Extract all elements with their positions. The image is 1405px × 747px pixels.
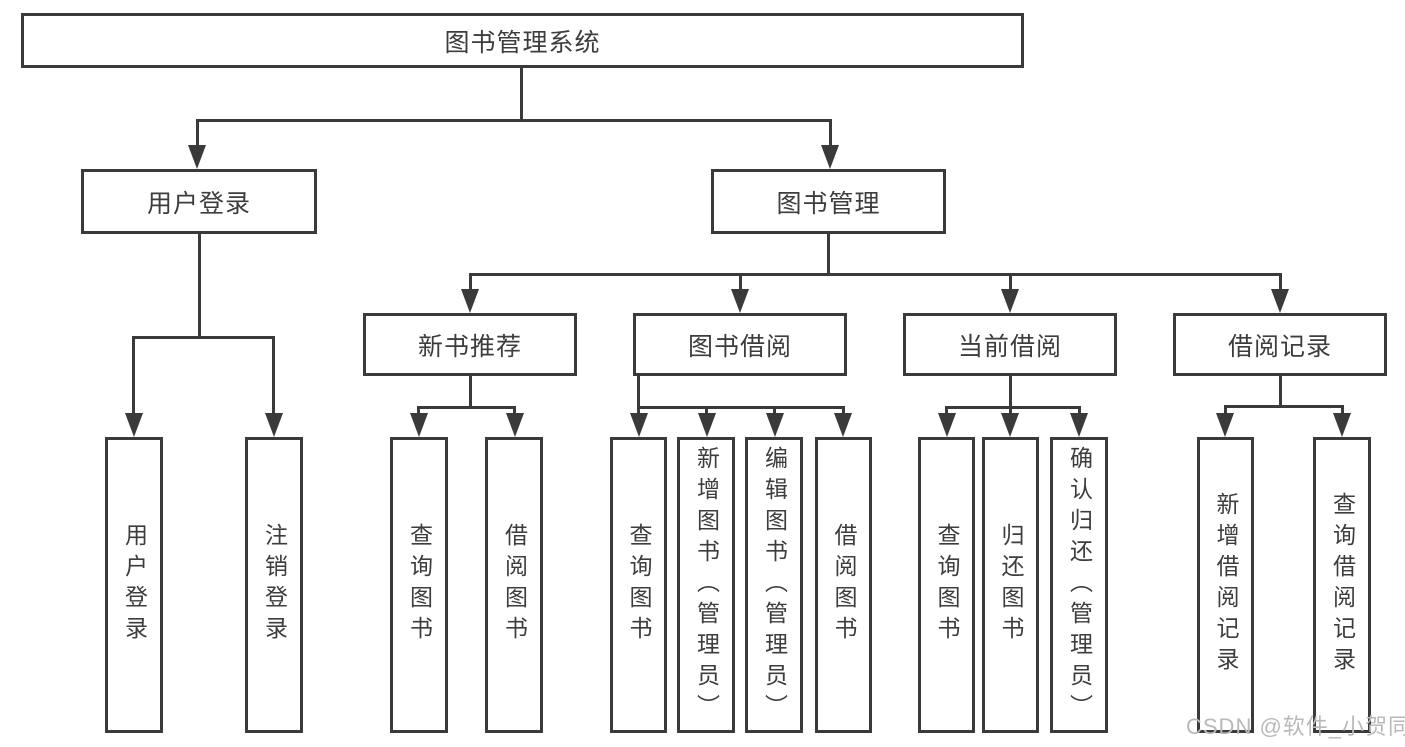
- connector-line: [637, 406, 640, 418]
- leaf-add-book-admin: 新增图书（管理员）: [677, 437, 735, 733]
- leaf-return-books: 归还图书: [982, 437, 1039, 733]
- arrow-down-icon: [506, 413, 524, 437]
- connector-line: [272, 336, 275, 416]
- arrow-down-icon: [461, 289, 479, 313]
- connector-line: [637, 406, 845, 409]
- leaf-query-borrow-record: 查询借阅记录: [1313, 437, 1371, 733]
- connector-line: [469, 376, 472, 406]
- arrow-down-icon: [1216, 413, 1234, 437]
- connector-line: [1224, 405, 1227, 417]
- arrow-down-icon: [1333, 413, 1351, 437]
- connector-line: [196, 119, 199, 147]
- arrow-down-icon: [938, 413, 956, 437]
- leaf-borrow-books-borrowing: 借阅图书: [815, 437, 872, 733]
- connector-line: [1009, 273, 1012, 291]
- arrow-down-icon: [125, 413, 143, 437]
- leaf-add-borrow-record: 新增借阅记录: [1197, 437, 1254, 733]
- arrow-down-icon: [630, 413, 648, 437]
- leaf-query-books-borrowing: 查询图书: [610, 437, 667, 733]
- node-user-login: 用户登录: [81, 169, 317, 234]
- node-library-system: 图书管理系统: [21, 13, 1024, 68]
- connector-line: [132, 336, 275, 339]
- connector-line: [513, 406, 516, 418]
- leaf-query-books-current: 查询图书: [918, 437, 975, 733]
- arrow-down-icon: [1271, 289, 1289, 313]
- connector-line: [705, 406, 708, 418]
- arrow-down-icon: [410, 413, 428, 437]
- node-borrowing-records: 借阅记录: [1173, 313, 1387, 376]
- arrow-down-icon: [1001, 413, 1019, 437]
- leaf-confirm-return-admin: 确认归还（管理员）: [1050, 437, 1108, 733]
- connector-line: [739, 273, 742, 291]
- leaf-logout-login: 注销登录: [245, 437, 303, 733]
- connector-line: [1279, 273, 1282, 291]
- connector-line: [469, 273, 1282, 276]
- arrow-down-icon: [1001, 289, 1019, 313]
- leaf-borrow-books-recommend: 借阅图书: [485, 437, 543, 733]
- connector-line: [1078, 406, 1081, 418]
- connector-line: [945, 406, 1081, 409]
- connector-line: [945, 406, 948, 418]
- node-book-borrowing: 图书借阅: [633, 313, 847, 376]
- connector-line: [773, 406, 776, 418]
- connector-line: [417, 406, 516, 409]
- arrow-down-icon: [265, 413, 283, 437]
- leaf-user-login: 用户登录: [105, 437, 163, 733]
- arrow-down-icon: [731, 289, 749, 313]
- connector-line: [132, 336, 135, 416]
- connector-line: [829, 119, 832, 147]
- leaf-query-books-recommend: 查询图书: [390, 437, 448, 733]
- connector-line: [827, 234, 830, 273]
- connector-line: [198, 234, 201, 336]
- node-book-management: 图书管理: [711, 169, 946, 234]
- watermark: CSDN @软件_小贺同学: [1186, 714, 1405, 739]
- connector-line: [469, 273, 472, 291]
- connector-line: [1224, 405, 1344, 408]
- connector-line: [1279, 376, 1282, 405]
- connector-line: [1341, 405, 1344, 417]
- connector-line: [637, 376, 640, 406]
- node-new-book-recommend: 新书推荐: [363, 313, 577, 376]
- connector-line: [842, 406, 845, 418]
- connector-line: [520, 68, 523, 119]
- connector-line: [417, 406, 420, 418]
- connector-line: [196, 119, 832, 122]
- arrow-down-icon: [188, 145, 206, 169]
- arrow-down-icon: [766, 413, 784, 437]
- arrow-down-icon: [698, 413, 716, 437]
- connector-line: [1009, 406, 1012, 418]
- arrow-down-icon: [821, 145, 839, 169]
- connector-line: [1009, 376, 1012, 406]
- arrow-down-icon: [834, 413, 852, 437]
- arrow-down-icon: [1070, 413, 1088, 437]
- node-current-borrowing: 当前借阅: [903, 313, 1117, 376]
- leaf-edit-book-admin: 编辑图书（管理员）: [745, 437, 803, 733]
